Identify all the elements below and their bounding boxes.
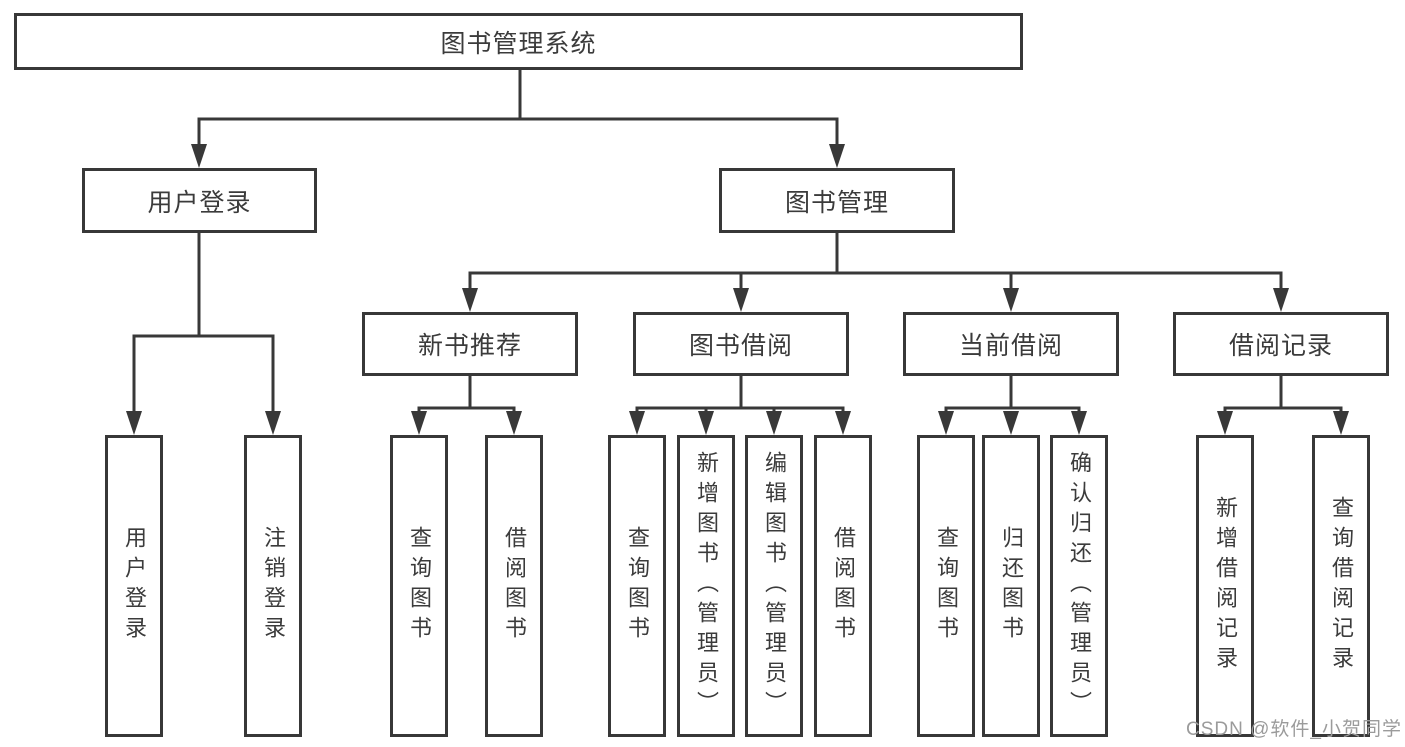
leaf-label: 借阅图书 — [502, 526, 527, 646]
leaf-label: 查询图书 — [625, 526, 650, 646]
leaf-label: 查询图书 — [407, 526, 432, 646]
node-label: 图书管理系统 — [440, 29, 597, 58]
node-label: 新书推荐 — [417, 332, 522, 360]
leaf-label: 归还图书 — [999, 526, 1024, 646]
leaf-label: 新增图书（管理员） — [694, 451, 719, 721]
node-module-current-borrowing: 当前借阅 — [903, 312, 1119, 376]
leaf-label: 查询借阅记录 — [1329, 496, 1354, 676]
node-label: 图书借阅 — [688, 332, 793, 360]
leaf-label: 借阅图书 — [831, 526, 856, 646]
leaf-return-books: 归还图书 — [982, 435, 1040, 737]
leaf-label: 确认归还（管理员） — [1067, 451, 1092, 721]
leaf-label: 注销登录 — [261, 526, 286, 646]
node-module-borrow-records: 借阅记录 — [1173, 312, 1389, 376]
leaf-label: 用户登录 — [122, 526, 147, 646]
node-module-new-book-recommend: 新书推荐 — [362, 312, 578, 376]
leaf-query-books-recommend: 查询图书 — [390, 435, 448, 737]
leaf-query-borrow-record: 查询借阅记录 — [1312, 435, 1370, 737]
node-label: 图书管理 — [784, 188, 889, 217]
node-label: 借阅记录 — [1228, 332, 1333, 360]
leaf-borrow-books: 借阅图书 — [814, 435, 872, 737]
leaf-edit-books-admin: 编辑图书（管理员） — [745, 435, 803, 737]
node-user-login: 用户登录 — [82, 168, 317, 233]
leaf-label: 新增借阅记录 — [1213, 496, 1238, 676]
leaf-user-login: 用户登录 — [105, 435, 163, 737]
root-node-library-system: 图书管理系统 — [14, 13, 1023, 70]
leaf-label: 查询图书 — [934, 526, 959, 646]
leaf-query-books-borrowing: 查询图书 — [608, 435, 666, 737]
node-label: 用户登录 — [147, 188, 252, 217]
leaf-add-books-admin: 新增图书（管理员） — [677, 435, 735, 737]
leaf-add-borrow-record: 新增借阅记录 — [1196, 435, 1254, 737]
csdn-watermark: CSDN @软件_小贺同学 — [1186, 719, 1402, 740]
leaf-confirm-return-admin: 确认归还（管理员） — [1050, 435, 1108, 737]
leaf-query-books-current: 查询图书 — [917, 435, 975, 737]
node-label: 当前借阅 — [958, 332, 1063, 360]
node-module-book-borrowing: 图书借阅 — [633, 312, 849, 376]
node-book-management: 图书管理 — [719, 168, 955, 233]
leaf-logout: 注销登录 — [244, 435, 302, 737]
leaf-label: 编辑图书（管理员） — [762, 451, 787, 721]
leaf-borrow-books-recommend: 借阅图书 — [485, 435, 543, 737]
